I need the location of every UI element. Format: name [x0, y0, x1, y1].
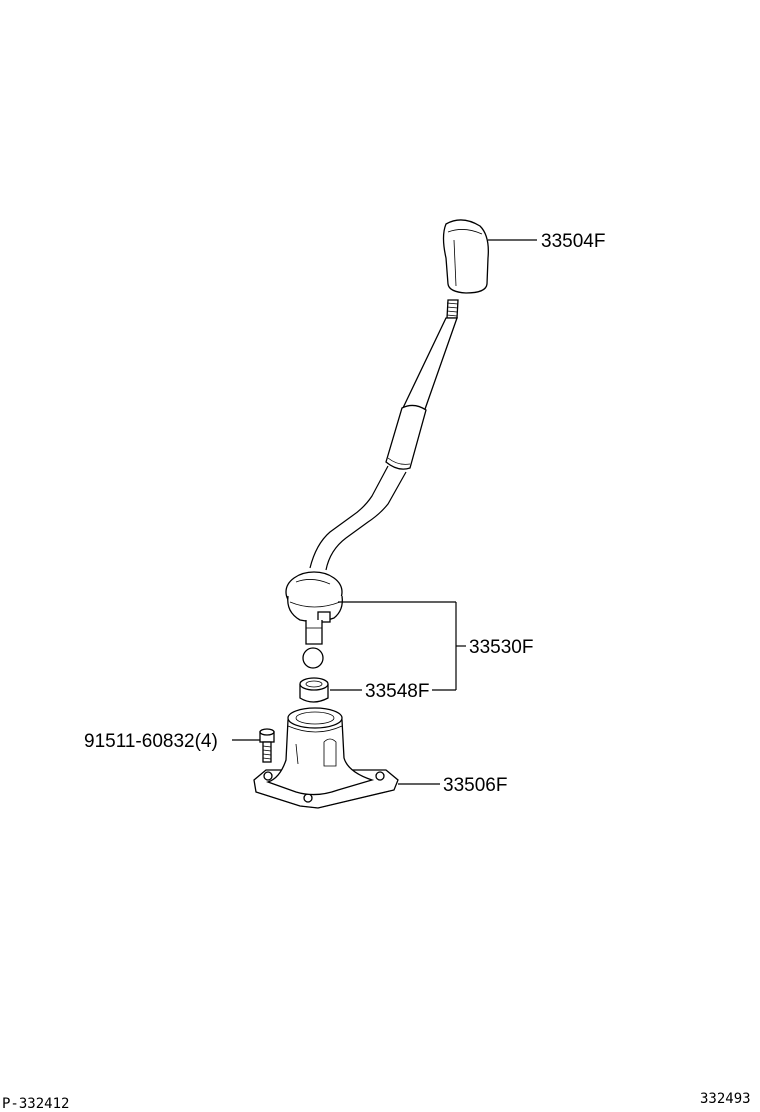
bushing: [299, 677, 329, 703]
diagram-code-left: P-332412: [2, 1096, 69, 1112]
knob-part-number: 33504F: [541, 231, 605, 252]
bolt: [259, 728, 275, 763]
bushing-part-number: 33548F: [365, 681, 429, 702]
bolt-part-number: 91511-60832(4): [84, 731, 218, 752]
retainer: [253, 707, 399, 809]
shift-knob: [442, 219, 489, 294]
shift-lever: [285, 299, 459, 669]
diagram-code-right: 332493: [700, 1091, 751, 1107]
retainer-part-number: 33506F: [443, 775, 507, 796]
lever-part-number: 33530F: [469, 637, 533, 658]
